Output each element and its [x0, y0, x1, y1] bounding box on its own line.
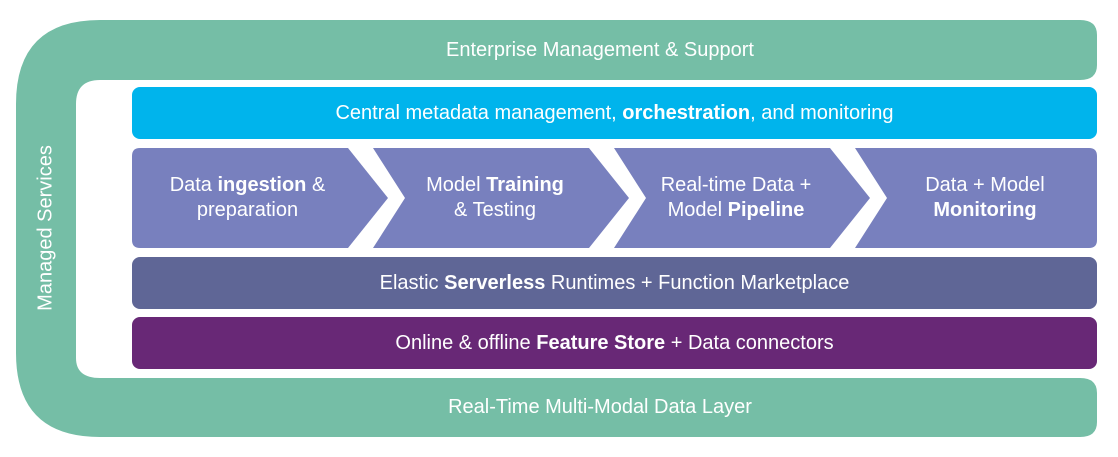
feature-store-bar: Online & offline Feature Store + Data co… — [395, 331, 834, 354]
step-data-ingestion: Data ingestion & preparation — [169, 174, 326, 221]
step-monitoring: Data + Model Monitoring — [925, 174, 1045, 221]
metadata-bar: Central metadata management, orchestrati… — [335, 101, 894, 124]
metadata-bar-shape — [132, 87, 1097, 139]
top-bar-label: Enterprise Management & Support — [446, 38, 754, 61]
side-label: Managed Services — [34, 145, 57, 311]
serverless-bar: Elastic Serverless Runtimes + Function M… — [379, 271, 850, 294]
serverless-bar-shape — [132, 257, 1097, 309]
step-1-shape — [132, 148, 388, 248]
feature-bar-shape — [132, 317, 1097, 369]
frame-shape — [16, 20, 1097, 437]
step-4-shape — [855, 148, 1097, 248]
step-3-shape — [614, 148, 870, 248]
step-2-shape — [373, 148, 629, 248]
step-model-training: Model Training & Testing — [426, 174, 564, 221]
bottom-bar-label: Real-Time Multi-Modal Data Layer — [448, 396, 752, 418]
step-realtime-pipeline: Real-time Data + Model Pipeline — [660, 174, 812, 221]
